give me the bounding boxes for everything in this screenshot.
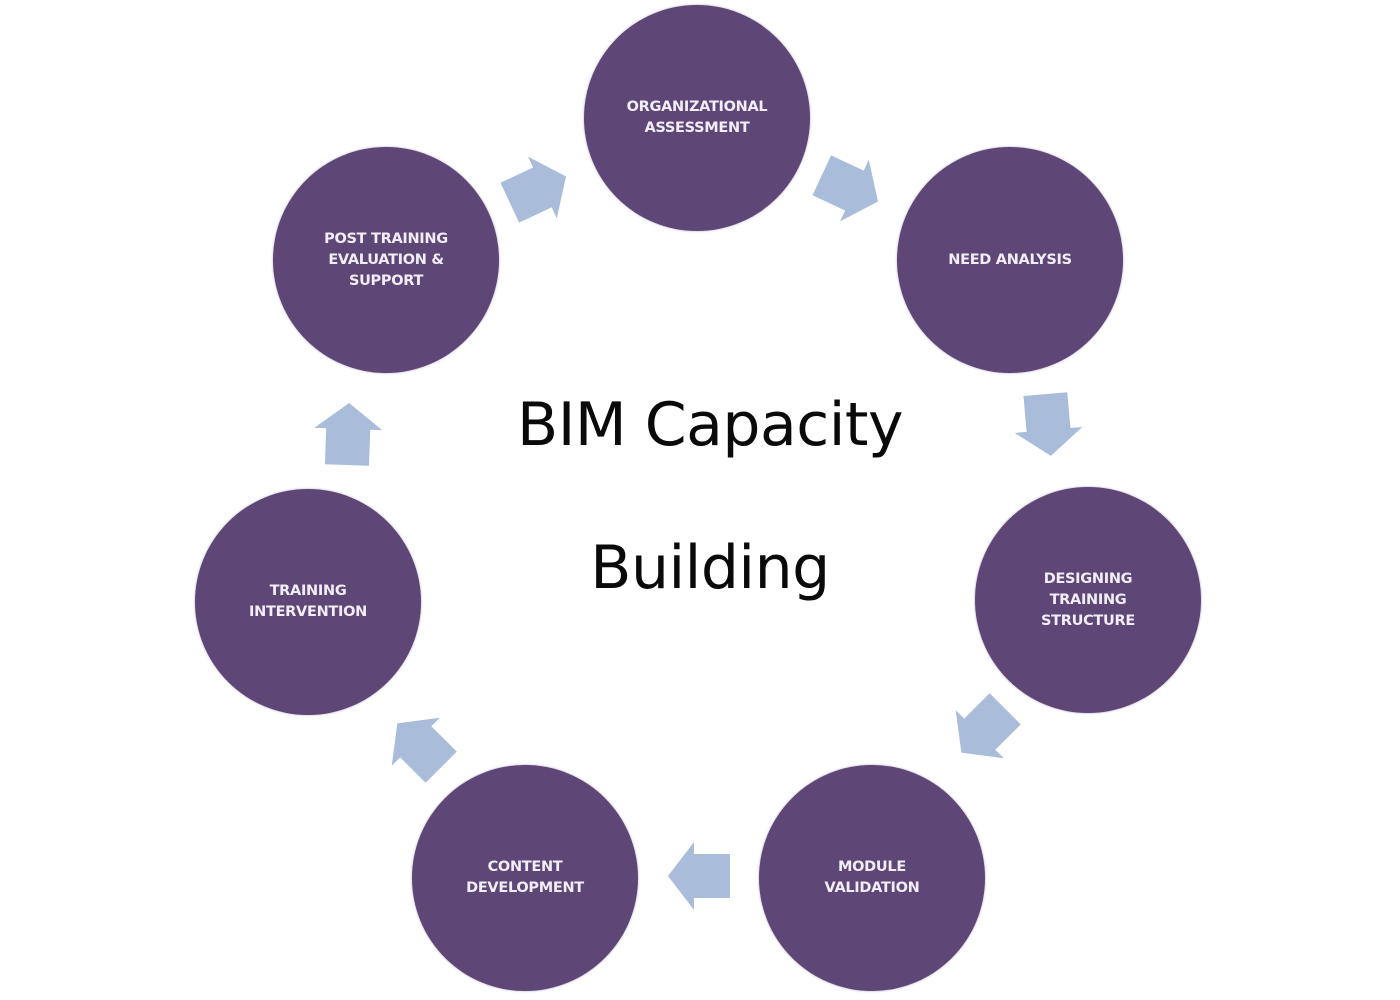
arrow-icon [391,717,457,783]
step-label: TRAINING INTERVENTION [249,583,367,620]
step-module-validation: MODULE VALIDATION [759,765,985,991]
step-designing-training-structure: DESIGNING TRAINING STRUCTURE [975,487,1201,713]
step-label: ORGANIZATIONAL ASSESSMENT [626,99,768,136]
diagram-title-line-1: BIM Capacity [517,390,903,460]
step-organizational-assessment: ORGANIZATIONAL ASSESSMENT [584,5,810,231]
arrow-icon [1014,392,1083,456]
step-label: NEED ANALYSIS [948,251,1072,268]
step-need-analysis: NEED ANALYSIS [897,147,1123,373]
arrow-icon [812,155,879,222]
arrow-icon [955,693,1021,759]
diagram-title-line-2: Building [590,533,830,603]
step-label: POST TRAINING EVALUATION & SUPPORT [324,230,448,289]
step-training-intervention: TRAINING INTERVENTION [195,489,421,715]
arrow-icon [668,842,730,910]
step-post-training-evaluation: POST TRAINING EVALUATION & SUPPORT [273,147,499,373]
step-content-development: CONTENT DEVELOPMENT [412,765,638,991]
arrow-icon [314,403,383,466]
step-label: DESIGNING TRAINING STRUCTURE [1041,570,1135,629]
step-label: MODULE VALIDATION [824,859,920,896]
step-label: CONTENT DEVELOPMENT [466,859,584,896]
arrow-icon [500,156,567,223]
